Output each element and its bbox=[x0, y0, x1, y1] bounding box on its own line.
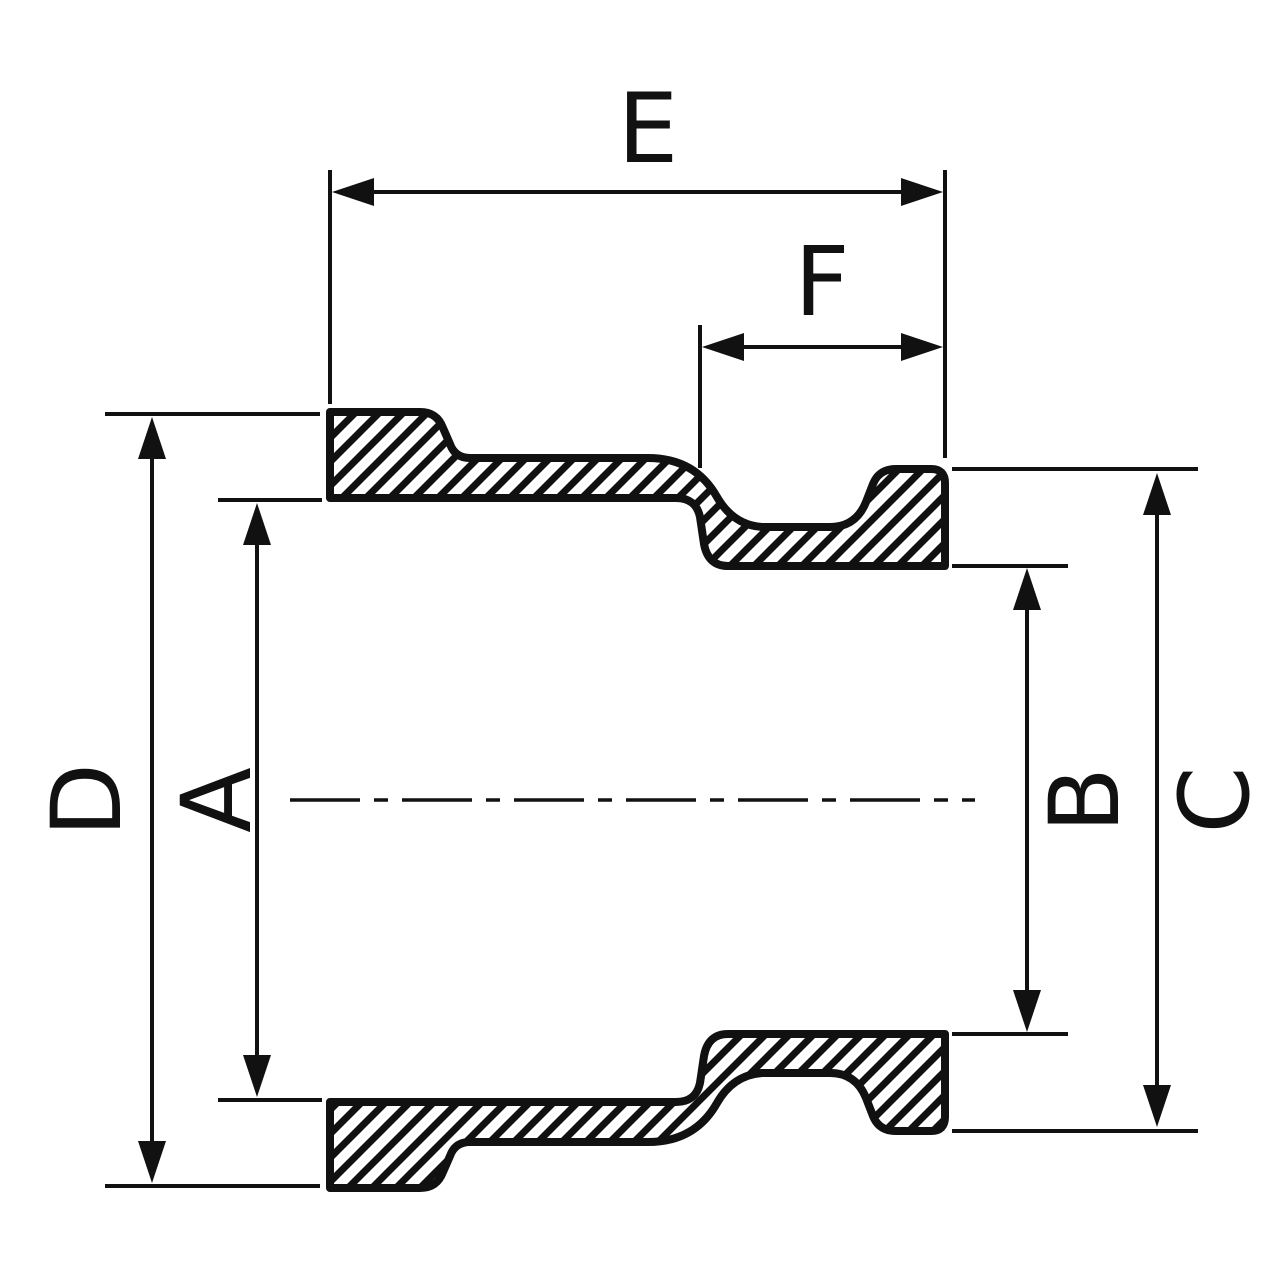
dimension-label-b: B bbox=[1029, 767, 1141, 833]
arrowhead-left bbox=[332, 178, 374, 206]
dimension-f: F bbox=[698, 226, 943, 468]
arrowhead-bottom bbox=[1143, 1085, 1171, 1127]
upper-wall-section bbox=[326, 408, 949, 570]
dimension-e: E bbox=[328, 73, 947, 458]
dimension-label-c: C bbox=[1159, 766, 1271, 833]
arrowhead-top bbox=[1013, 568, 1041, 610]
dimension-label-d: D bbox=[31, 763, 143, 837]
arrowhead-right bbox=[901, 333, 943, 361]
arrowhead-left bbox=[702, 333, 744, 361]
lower-wall-section bbox=[326, 1030, 949, 1192]
dimension-label-f: F bbox=[794, 226, 849, 338]
dimension-label-a: A bbox=[161, 767, 273, 833]
dimension-b: B bbox=[952, 564, 1141, 1036]
arrowhead-top bbox=[243, 503, 271, 545]
dimension-label-e: E bbox=[618, 73, 679, 185]
arrowhead-bottom bbox=[138, 1141, 166, 1183]
dimension-c: C bbox=[952, 467, 1271, 1133]
fitting-cross-section bbox=[290, 408, 975, 1192]
dimension-d: D bbox=[31, 412, 320, 1188]
arrowhead-top bbox=[1143, 473, 1171, 515]
arrowhead-bottom bbox=[1013, 990, 1041, 1032]
arrowhead-top bbox=[138, 417, 166, 459]
arrowhead-right bbox=[901, 178, 943, 206]
dimension-a: A bbox=[161, 498, 322, 1102]
arrowhead-bottom bbox=[243, 1055, 271, 1097]
